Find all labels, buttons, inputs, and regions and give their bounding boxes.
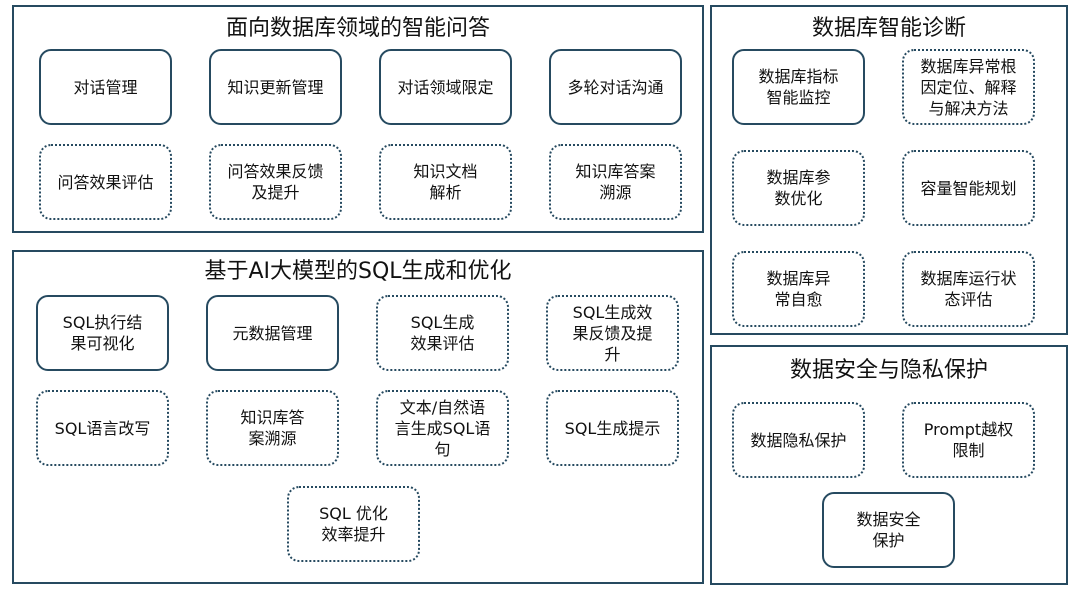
node-doc-parsing: 知识文档 解析 <box>379 144 512 220</box>
node-privacy-protection: 数据隐私保护 <box>732 402 865 478</box>
node-sql-optimization: SQL 优化 效率提升 <box>287 486 420 562</box>
node-text-to-sql: 文本/自然语 言生成SQL语 句 <box>376 390 509 466</box>
node-multi-turn-dialog: 多轮对话沟通 <box>549 49 682 125</box>
node-sql-hint: SQL生成提示 <box>546 390 679 466</box>
node-sql-feedback: SQL生成效 果反馈及提 升 <box>546 295 679 371</box>
node-metric-monitoring: 数据库指标 智能监控 <box>732 49 865 125</box>
node-param-tuning: 数据库参 数优化 <box>732 150 865 226</box>
node-capacity-planning: 容量智能规划 <box>902 150 1035 226</box>
node-sql-rewrite: SQL语言改写 <box>36 390 169 466</box>
panel-title-sql-generation: 基于AI大模型的SQL生成和优化 <box>204 259 512 284</box>
node-dialog-domain-limit: 对话领域限定 <box>379 49 512 125</box>
node-answer-tracing: 知识库答案 溯源 <box>549 144 682 220</box>
node-prompt-privilege: Prompt越权 限制 <box>902 402 1035 478</box>
node-self-healing: 数据库异 常自愈 <box>732 251 865 327</box>
node-knowledge-update: 知识更新管理 <box>209 49 342 125</box>
node-status-evaluation: 数据库运行状 态评估 <box>902 251 1035 327</box>
node-sql-evaluation: SQL生成 效果评估 <box>376 295 509 371</box>
node-anomaly-root-cause: 数据库异常根 因定位、解释 与解决方法 <box>902 49 1035 125</box>
node-metadata-management: 元数据管理 <box>206 295 339 371</box>
panel-title-intelligent-qa: 面向数据库领域的智能问答 <box>225 16 490 41</box>
panel-title-db-diagnosis: 数据库智能诊断 <box>811 16 966 41</box>
node-kb-answer-tracing: 知识库答 案溯源 <box>206 390 339 466</box>
panel-data-security: 数据安全与隐私保护 数据隐私保护 Prompt越权 限制 数据安全 保护 <box>710 345 1068 585</box>
node-data-security: 数据安全 保护 <box>822 492 955 568</box>
node-qa-feedback: 问答效果反馈 及提升 <box>209 144 342 220</box>
panel-title-data-security: 数据安全与隐私保护 <box>789 358 988 383</box>
panel-db-diagnosis: 数据库智能诊断 数据库指标 智能监控 数据库异常根 因定位、解释 与解决方法 数… <box>710 5 1068 335</box>
node-sql-visualization: SQL执行结 果可视化 <box>36 295 169 371</box>
panel-sql-generation: 基于AI大模型的SQL生成和优化 SQL执行结 果可视化 元数据管理 SQL生成… <box>12 250 704 584</box>
node-dialog-management: 对话管理 <box>39 49 172 125</box>
panel-intelligent-qa: 面向数据库领域的智能问答 对话管理 知识更新管理 对话领域限定 多轮对话沟通 问… <box>12 5 704 233</box>
node-qa-evaluation: 问答效果评估 <box>39 144 172 220</box>
